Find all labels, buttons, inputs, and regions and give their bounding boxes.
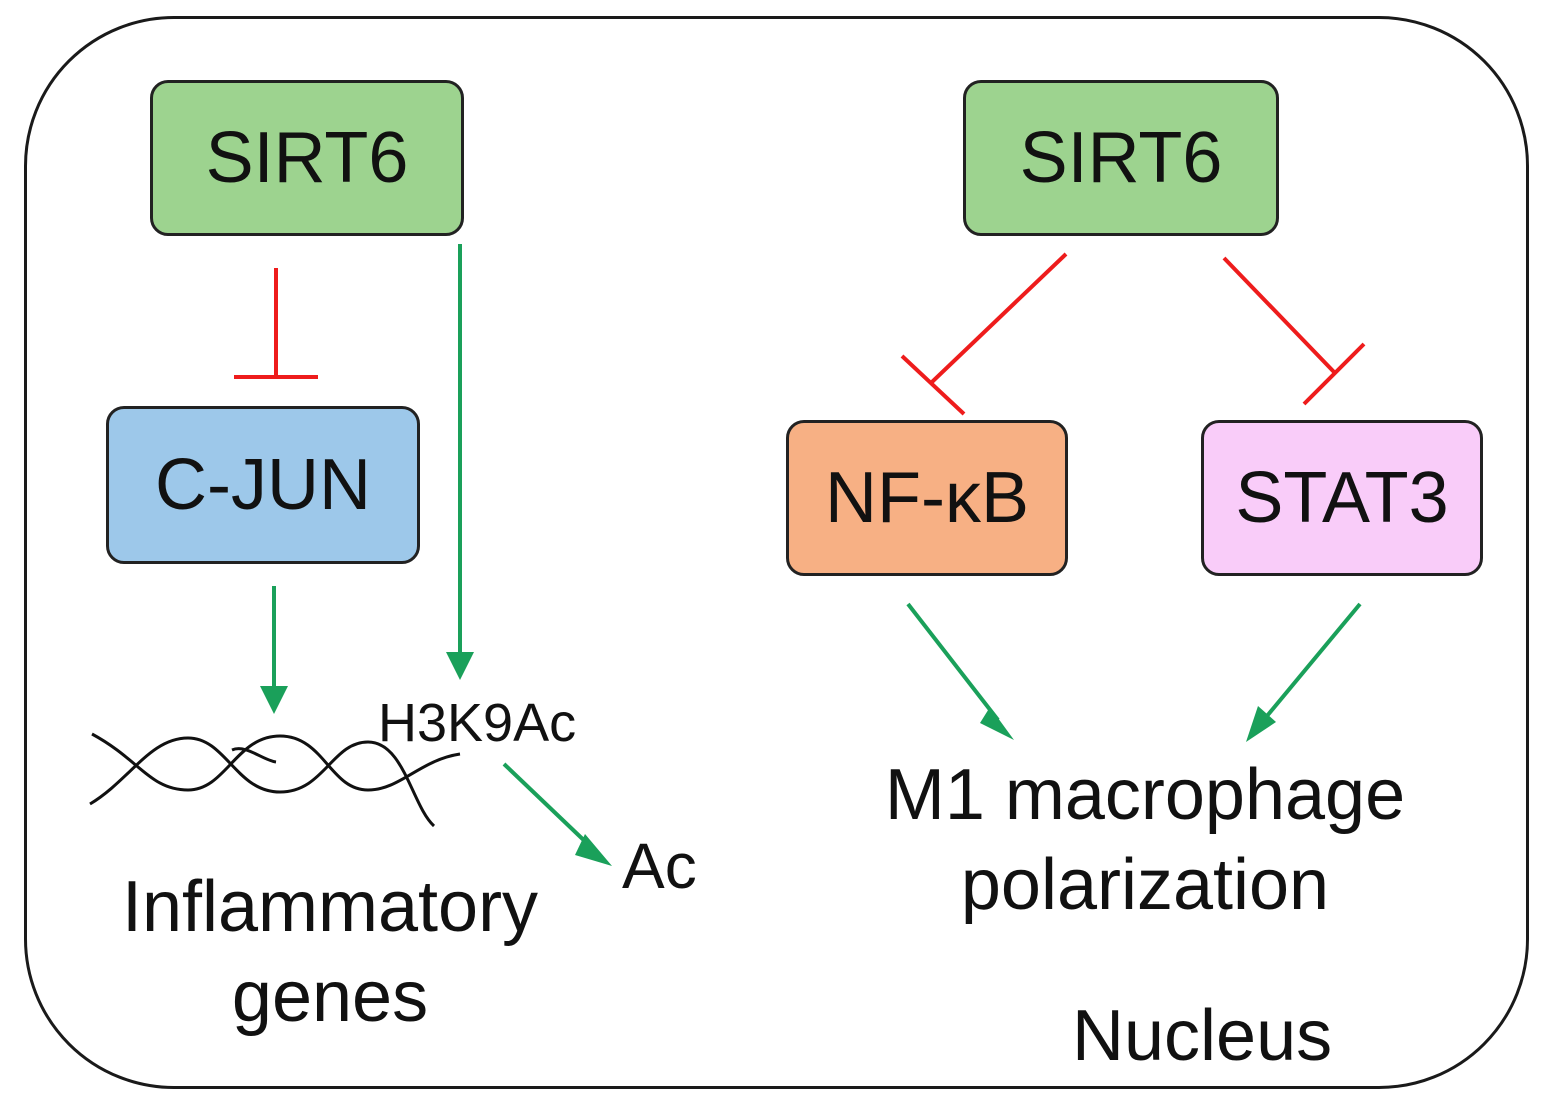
ac-label: Ac <box>622 830 697 902</box>
nfkb-label: NF-κB <box>825 458 1029 538</box>
cjun-node: C-JUN <box>106 406 420 564</box>
sirt6-node-left: SIRT6 <box>150 80 464 236</box>
nucleus-label: Nucleus <box>1072 996 1333 1076</box>
h3k9ac-label: H3K9Ac <box>378 693 577 753</box>
inflammatory-genes-line2: genes <box>231 957 429 1037</box>
inflammatory-genes-line1: Inflammatory <box>121 867 539 947</box>
sirt6-left-label: SIRT6 <box>205 118 409 198</box>
sirt6-node-right: SIRT6 <box>963 80 1279 236</box>
dna-helix-icon <box>89 732 461 828</box>
edge-h3k9ac-to-ac <box>502 762 612 866</box>
nfkb-node: NF-κB <box>786 420 1068 576</box>
edge-cjun-to-genes <box>260 586 288 714</box>
edge-sirt6-to-h3k9ac <box>446 244 474 680</box>
edge-sirt6-inhibits-cjun <box>234 268 318 379</box>
stat3-node: STAT3 <box>1201 420 1483 576</box>
cjun-label: C-JUN <box>155 445 371 525</box>
m1-polarization-label: M1 macrophage polarization <box>820 750 1470 930</box>
m1-polarization-line2: polarization <box>960 845 1330 925</box>
m1-polarization-line1: M1 macrophage <box>884 755 1406 835</box>
sirt6-right-label: SIRT6 <box>1019 118 1223 198</box>
nucleus-boundary <box>24 16 1529 1089</box>
inflammatory-genes-label: Inflammatory genes <box>80 862 580 1042</box>
edge-sirt6-inhibits-nfkb <box>900 252 1068 416</box>
edge-stat3-to-m1 <box>1246 602 1362 742</box>
edge-nfkb-to-m1 <box>906 602 1014 740</box>
edge-sirt6-inhibits-stat3 <box>1222 256 1366 406</box>
stat3-label: STAT3 <box>1235 458 1449 538</box>
